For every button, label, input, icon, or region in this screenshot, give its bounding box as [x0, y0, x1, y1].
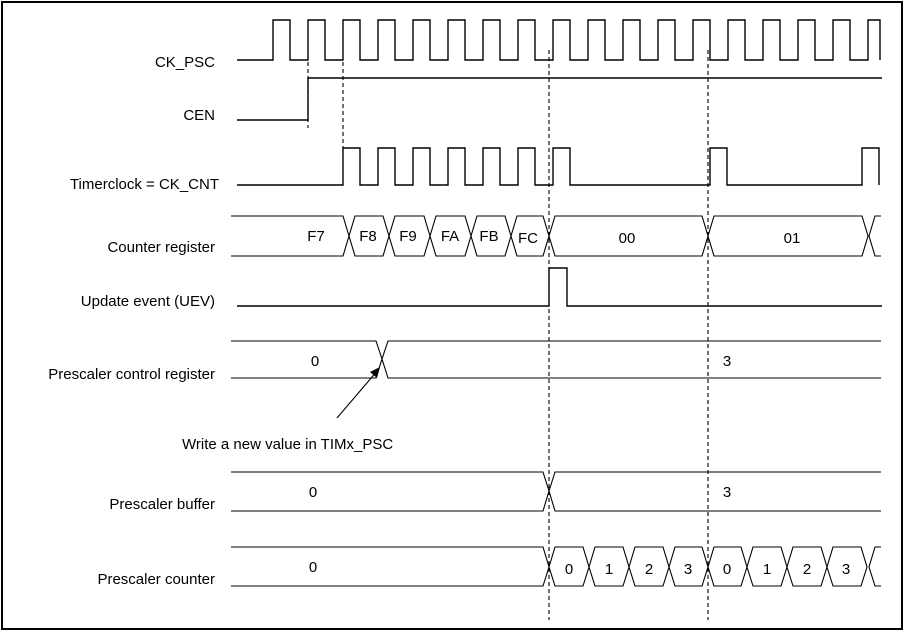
prescaler-counter-value: 0	[309, 559, 317, 576]
update-event-waveform	[237, 267, 882, 307]
counter-value-f8: F8	[359, 228, 377, 245]
label-prescaler-control: Prescaler control register	[48, 366, 215, 383]
label-ck-psc: CK_PSC	[155, 54, 215, 71]
prescaler-control-value-3: 3	[723, 353, 731, 370]
prescaler-counter-bus	[231, 546, 881, 587]
label-prescaler-counter: Prescaler counter	[97, 571, 215, 588]
timerclock-waveform	[237, 147, 880, 186]
counter-value-f7: F7	[307, 228, 325, 245]
label-update-event: Update event (UEV)	[81, 293, 215, 310]
prescaler-counter-value: 0	[723, 561, 731, 578]
counter-value-00: 00	[619, 230, 636, 247]
prescaler-counter-value: 1	[605, 561, 613, 578]
prescaler-control-value-0: 0	[311, 353, 319, 370]
prescaler-buffer-value-3: 3	[723, 484, 731, 501]
annotation-arrowhead	[370, 367, 380, 378]
prescaler-counter-value: 3	[684, 561, 692, 578]
label-counter-register: Counter register	[107, 239, 215, 256]
counter-value-f9: F9	[399, 228, 417, 245]
counter-value-fb: FB	[479, 228, 498, 245]
counter-value-01: 01	[784, 230, 801, 247]
prescaler-counter-value: 0	[565, 561, 573, 578]
annotation-text: Write a new value in TIMx_PSC	[182, 436, 393, 453]
counter-value-fc: FC	[518, 230, 538, 247]
label-prescaler-buffer: Prescaler buffer	[109, 496, 215, 513]
prescaler-counter-value: 2	[803, 561, 811, 578]
counter-value-fa: FA	[441, 228, 459, 245]
prescaler-counter-value: 1	[763, 561, 771, 578]
ck-psc-waveform	[237, 19, 881, 61]
label-cen: CEN	[183, 107, 215, 124]
prescaler-control-bus	[231, 340, 881, 379]
prescaler-counter-value: 3	[842, 561, 850, 578]
prescaler-counter-value: 2	[645, 561, 653, 578]
prescaler-buffer-value-0: 0	[309, 484, 317, 501]
label-timerclock: Timerclock = CK_CNT	[70, 176, 219, 193]
annotation-arrow-line	[336, 369, 379, 419]
